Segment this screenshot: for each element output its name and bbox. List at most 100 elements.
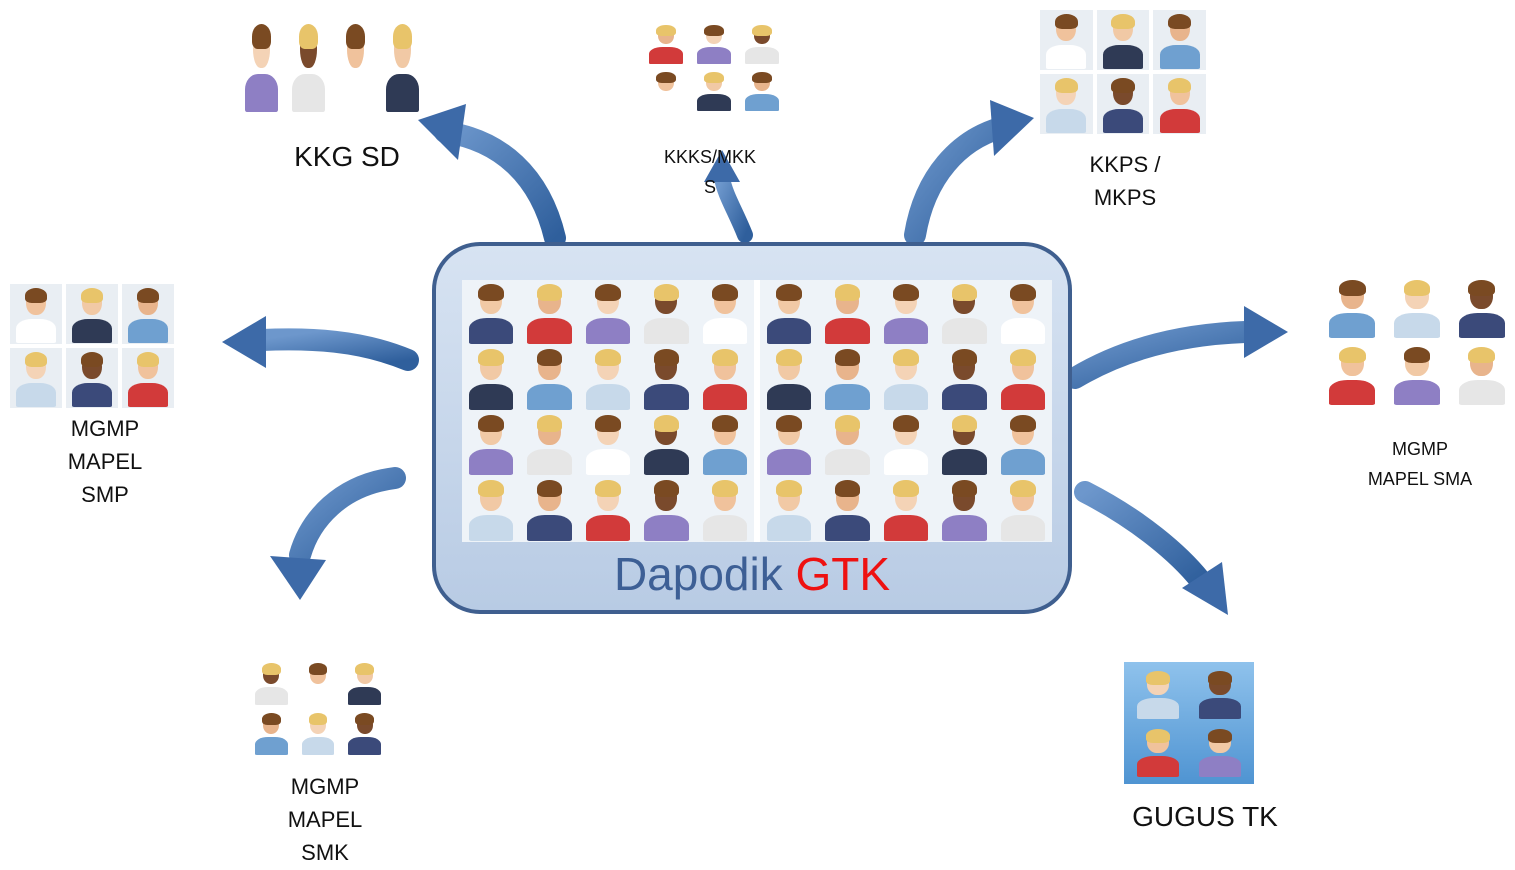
arrow-to-mgmp-sma (1064, 321, 1256, 389)
person-avatar-icon (578, 476, 638, 542)
person-avatar-icon (1192, 668, 1248, 720)
mgmp-smk-people-icon (250, 660, 386, 756)
person-avatar-icon (287, 18, 330, 114)
person-avatar-icon (760, 280, 819, 346)
kkks-people-icon (644, 22, 784, 112)
gugus-tk-people-icon (1124, 662, 1254, 784)
person-avatar-icon (520, 280, 579, 346)
person-avatar-icon (935, 345, 994, 411)
person-avatar-icon (818, 280, 877, 346)
person-avatar-icon (462, 411, 521, 477)
kkps-people-icon (1040, 10, 1206, 134)
person-avatar-icon (740, 69, 784, 112)
kkps-label-line2: MKPS (1093, 185, 1157, 210)
person-avatar-icon (993, 476, 1052, 542)
kkps-label-line1: KKPS / (1089, 152, 1161, 177)
arrow-to-kkks (714, 170, 753, 243)
mgmp-sma-label-line2: MAPEL SMA (1367, 469, 1473, 489)
person-avatar-icon (637, 411, 696, 477)
kkks-label-line2: S (703, 177, 716, 197)
person-avatar-icon (935, 280, 994, 346)
person-avatar-icon (740, 22, 784, 65)
arrow-head-kkps (990, 100, 1034, 156)
person-avatar-icon (297, 710, 340, 756)
teacher-photo-grid (462, 280, 1052, 542)
person-avatar-icon (462, 345, 521, 411)
person-avatar-icon (695, 476, 754, 542)
person-avatar-icon (760, 476, 819, 542)
arrow-head-gugus-tk (1182, 562, 1228, 615)
person-avatar-icon (66, 284, 118, 344)
arrow-head-kkg-sd (418, 104, 466, 160)
person-avatar-icon (1096, 74, 1150, 134)
person-avatar-icon (876, 476, 936, 542)
person-avatar-icon (695, 345, 754, 411)
person-avatar-icon (578, 345, 638, 411)
kkg-sd-label: KKG SD (294, 141, 400, 172)
person-avatar-icon (1096, 10, 1150, 70)
kkg-sd-people-icon (240, 18, 424, 114)
person-avatar-icon (760, 411, 819, 477)
person-avatar-icon (637, 280, 696, 346)
person-avatar-icon (993, 345, 1052, 411)
arrow-to-kkg-sd (434, 121, 566, 249)
person-avatar-icon (66, 348, 118, 408)
hub-title-main: Dapodik (613, 548, 783, 600)
mgmp-smk-label-line1: MGMP (290, 774, 360, 799)
person-avatar-icon (644, 22, 688, 65)
person-avatar-icon (520, 476, 579, 542)
person-avatar-icon (637, 345, 696, 411)
person-avatar-icon (876, 345, 936, 411)
arrow-head-mgmp-smk (270, 556, 326, 600)
mgmp-smp-people-icon (10, 284, 174, 408)
mgmp-smk-label-line2: MAPEL (287, 807, 363, 832)
mgmp-smp-label-line1: MGMP (70, 416, 140, 441)
person-avatar-icon (250, 660, 293, 706)
person-avatar-icon (1322, 343, 1383, 406)
arrow-to-mgmp-smp (251, 328, 419, 371)
person-avatar-icon (334, 18, 377, 114)
person-avatar-icon (1192, 726, 1248, 778)
person-avatar-icon (240, 18, 283, 114)
person-avatar-icon (122, 348, 174, 408)
person-avatar-icon (1040, 10, 1093, 70)
person-avatar-icon (1040, 74, 1093, 134)
person-avatar-icon (297, 660, 340, 706)
person-avatar-icon (695, 411, 754, 477)
teacher-grid-left (462, 280, 754, 542)
arrow-head-kkks (704, 150, 740, 182)
person-avatar-icon (692, 22, 736, 65)
person-avatar-icon (1153, 74, 1206, 134)
person-avatar-icon (578, 411, 638, 477)
person-avatar-icon (644, 69, 688, 112)
gugus-tk-label: GUGUS TK (1132, 801, 1278, 832)
person-avatar-icon (10, 348, 62, 408)
person-avatar-icon (343, 660, 386, 706)
person-avatar-icon (876, 411, 936, 477)
kkks-label-line1: KKKS/MKK (663, 147, 757, 167)
person-avatar-icon (818, 476, 877, 542)
person-avatar-icon (876, 280, 936, 346)
arrow-to-gugus-tk (1074, 481, 1211, 591)
person-avatar-icon (462, 280, 521, 346)
arrow-to-mgmp-smk (289, 467, 406, 566)
mgmp-smp-label-line3: SMP (81, 482, 129, 507)
person-avatar-icon (250, 710, 293, 756)
person-avatar-icon (1387, 276, 1448, 339)
arrow-head-mgmp-sma (1244, 306, 1288, 358)
person-avatar-icon (1451, 343, 1512, 406)
person-avatar-icon (695, 280, 754, 346)
mgmp-sma-label-line1: MGMP (1392, 439, 1448, 459)
mgmp-smp-label-line2: MAPEL (67, 449, 143, 474)
person-avatar-icon (1130, 726, 1186, 778)
person-avatar-icon (1153, 10, 1206, 70)
mgmp-smk-label: MGMP MAPEL SMK (250, 770, 400, 869)
person-avatar-icon (520, 345, 579, 411)
kkps-label: KKPS / MKPS (1050, 148, 1200, 214)
hub-title-accent: GTK (795, 548, 891, 600)
mgmp-sma-people-icon (1322, 276, 1512, 406)
person-avatar-icon (818, 411, 877, 477)
person-avatar-icon (381, 18, 424, 114)
person-avatar-icon (637, 476, 696, 542)
